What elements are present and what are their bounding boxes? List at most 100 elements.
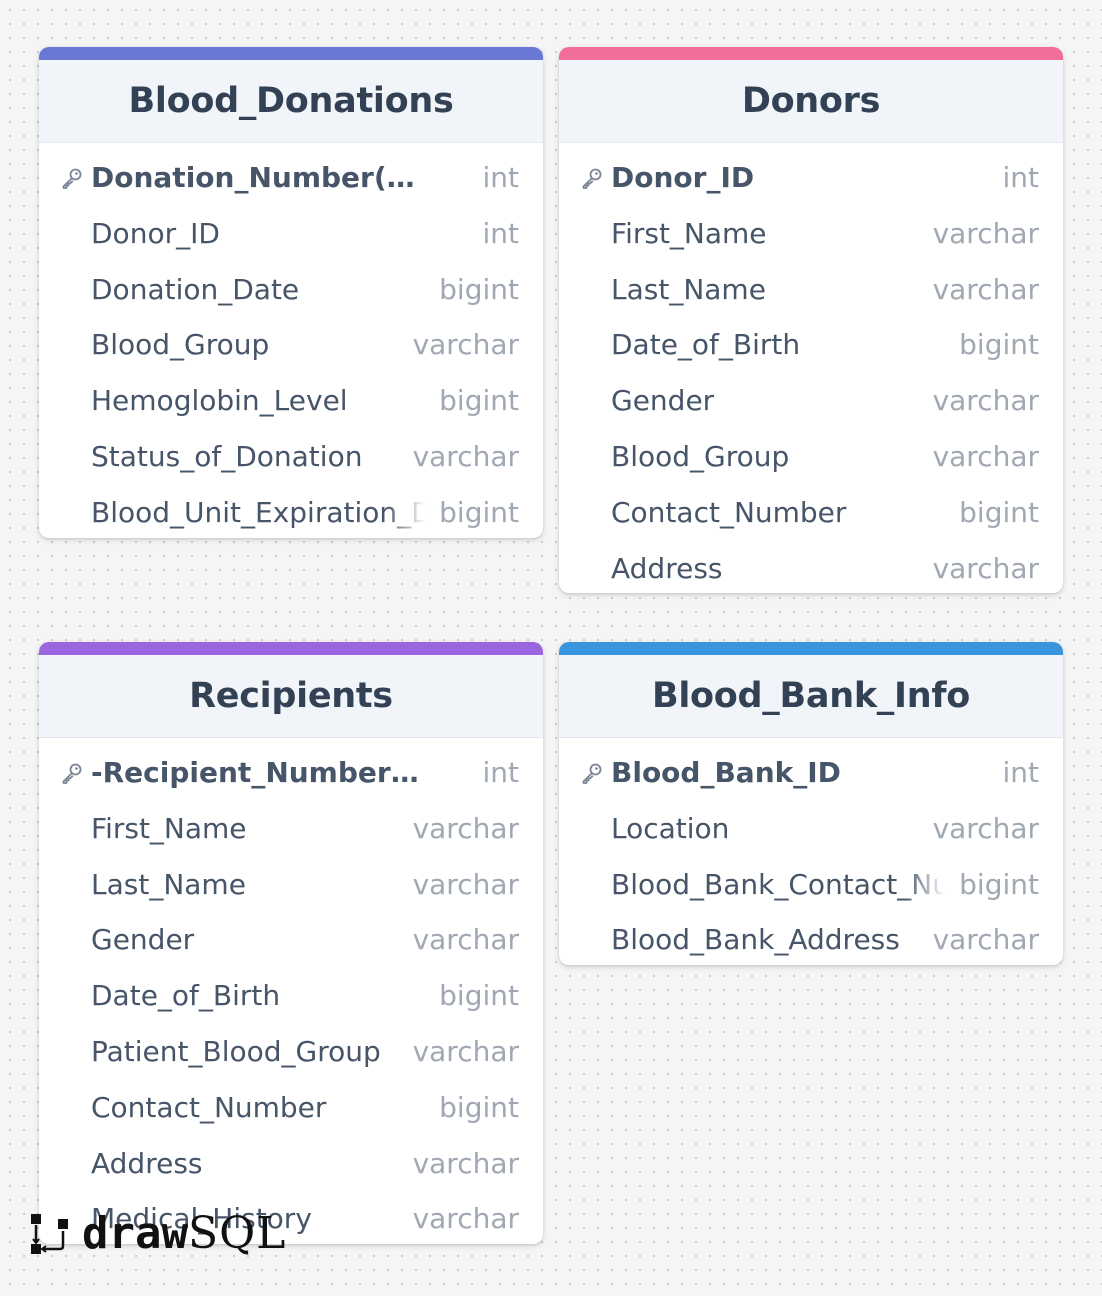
column-type: bigint xyxy=(959,867,1039,901)
column-type: bigint xyxy=(439,272,519,306)
table-title: Blood_Bank_Info xyxy=(651,676,971,716)
column-name: Last_Name xyxy=(611,272,766,306)
drawsql-logo[interactable]: drawSQL xyxy=(30,1212,286,1256)
column-type: int xyxy=(482,216,519,250)
column-name: Gender xyxy=(611,384,715,418)
table-column-row[interactable]: Blood_Unit_Expiration_Date bigint xyxy=(39,482,543,538)
column-type: varchar xyxy=(932,216,1039,250)
column-name: First_Name xyxy=(611,216,767,250)
column-name: Blood_Group xyxy=(611,439,790,473)
column-type: varchar xyxy=(412,923,519,957)
table-header[interactable]: Blood_Donations xyxy=(39,60,543,143)
table-column-row[interactable]: Date_of_Birth bigint xyxy=(559,314,1063,370)
table-column-row[interactable]: -Recipient_Number(Primary Key) int xyxy=(39,742,543,798)
column-type: varchar xyxy=(412,328,519,362)
column-type: bigint xyxy=(439,495,519,529)
column-name: Address xyxy=(91,1146,203,1180)
column-name: Last_Name xyxy=(91,867,246,901)
table-column-row[interactable]: Status_of_Donation varchar xyxy=(39,426,543,482)
logo-text-sql: SQL xyxy=(187,1208,287,1259)
column-type: varchar xyxy=(412,439,519,473)
column-name: Blood_Group xyxy=(91,328,270,362)
table-title: Donors xyxy=(741,81,881,121)
column-name: Donor_ID xyxy=(91,216,220,250)
table-column-row[interactable]: Donor_ID int xyxy=(39,203,543,259)
drawsql-logo-text: drawSQL xyxy=(82,1212,286,1256)
column-type: varchar xyxy=(932,272,1039,306)
table-column-row[interactable]: First_Name varchar xyxy=(559,203,1063,259)
table-column-row[interactable]: Location varchar xyxy=(559,798,1063,854)
column-name: Donation_Date xyxy=(91,272,300,306)
column-type: varchar xyxy=(932,923,1039,957)
column-name: Hemoglobin_Level xyxy=(91,384,348,418)
column-type: int xyxy=(482,756,519,789)
table-accent-bar xyxy=(559,642,1063,655)
column-type: varchar xyxy=(932,811,1039,845)
table-column-row[interactable]: Hemoglobin_Level bigint xyxy=(39,370,543,426)
table-header[interactable]: Recipients xyxy=(39,655,543,738)
table-column-row[interactable]: Blood_Bank_Contact_Number bigint xyxy=(559,854,1063,910)
column-name: Blood_Bank_Contact_Number xyxy=(611,867,945,901)
table-column-row[interactable]: Last_Name varchar xyxy=(559,259,1063,315)
column-name: Date_of_Birth xyxy=(91,979,281,1013)
table-column-row[interactable]: Contact_Number bigint xyxy=(559,482,1063,538)
key-icon xyxy=(60,761,84,785)
column-type: bigint xyxy=(439,979,519,1013)
primary-key-column-name: -Recipient_Number(Primary Key) xyxy=(91,756,425,789)
table-column-row[interactable]: Donor_ID int xyxy=(559,147,1063,203)
table-column-row[interactable]: Blood_Bank_Address varchar xyxy=(559,909,1063,965)
logo-text-draw: draw xyxy=(82,1208,188,1259)
column-name: First_Name xyxy=(91,811,247,845)
table-column-row[interactable]: Contact_Number bigint xyxy=(39,1077,543,1133)
column-type: varchar xyxy=(412,1034,519,1068)
column-name: Blood_Bank_Address xyxy=(611,923,900,957)
primary-key-column-name: Donor_ID xyxy=(611,161,755,194)
column-type: bigint xyxy=(439,384,519,418)
table-header[interactable]: Donors xyxy=(559,60,1063,143)
column-type: int xyxy=(482,161,519,194)
column-type: varchar xyxy=(412,811,519,845)
table-column-row[interactable]: Blood_Group varchar xyxy=(39,314,543,370)
column-name: Contact_Number xyxy=(91,1090,327,1124)
table-column-row[interactable]: Donation_Number(Primary Key) int xyxy=(39,147,543,203)
column-type: varchar xyxy=(412,1146,519,1180)
column-name: Location xyxy=(611,811,730,845)
table-accent-bar xyxy=(559,47,1063,60)
column-name: Date_of_Birth xyxy=(611,328,801,362)
table-column-row[interactable]: Donation_Date bigint xyxy=(39,259,543,315)
table-accent-bar xyxy=(39,47,543,60)
column-name: Contact_Number xyxy=(611,495,847,529)
column-type: varchar xyxy=(412,1202,519,1236)
column-type: int xyxy=(1002,161,1039,194)
column-type: varchar xyxy=(932,551,1039,585)
table-header[interactable]: Blood_Bank_Info xyxy=(559,655,1063,738)
column-name: Patient_Blood_Group xyxy=(91,1034,381,1068)
table-column-row[interactable]: First_Name varchar xyxy=(39,798,543,854)
table-accent-bar xyxy=(39,642,543,655)
table-title: Blood_Donations xyxy=(128,81,454,121)
column-type: bigint xyxy=(439,1090,519,1124)
table-card-recipients[interactable]: Recipients -Recipient_Number(Primary Key… xyxy=(39,642,543,1245)
table-card-blood-donations[interactable]: Blood_Donations Donation_Number(Primary … xyxy=(39,47,543,538)
table-column-row[interactable]: Blood_Group varchar xyxy=(559,426,1063,482)
drawsql-logo-icon xyxy=(31,1214,68,1254)
table-column-row[interactable]: Address varchar xyxy=(39,1133,543,1189)
primary-key-column-name: Donation_Number(Primary Key) xyxy=(91,161,425,194)
column-type: bigint xyxy=(959,328,1039,362)
column-type: bigint xyxy=(959,495,1039,529)
column-name: Blood_Unit_Expiration_Date xyxy=(91,495,425,529)
table-column-row[interactable]: Date_of_Birth bigint xyxy=(39,965,543,1021)
column-list: -Recipient_Number(Primary Key) intFirst_N… xyxy=(39,738,543,1244)
column-type: varchar xyxy=(932,439,1039,473)
column-name: Status_of_Donation xyxy=(91,439,363,473)
table-column-row[interactable]: Patient_Blood_Group varchar xyxy=(39,1021,543,1077)
